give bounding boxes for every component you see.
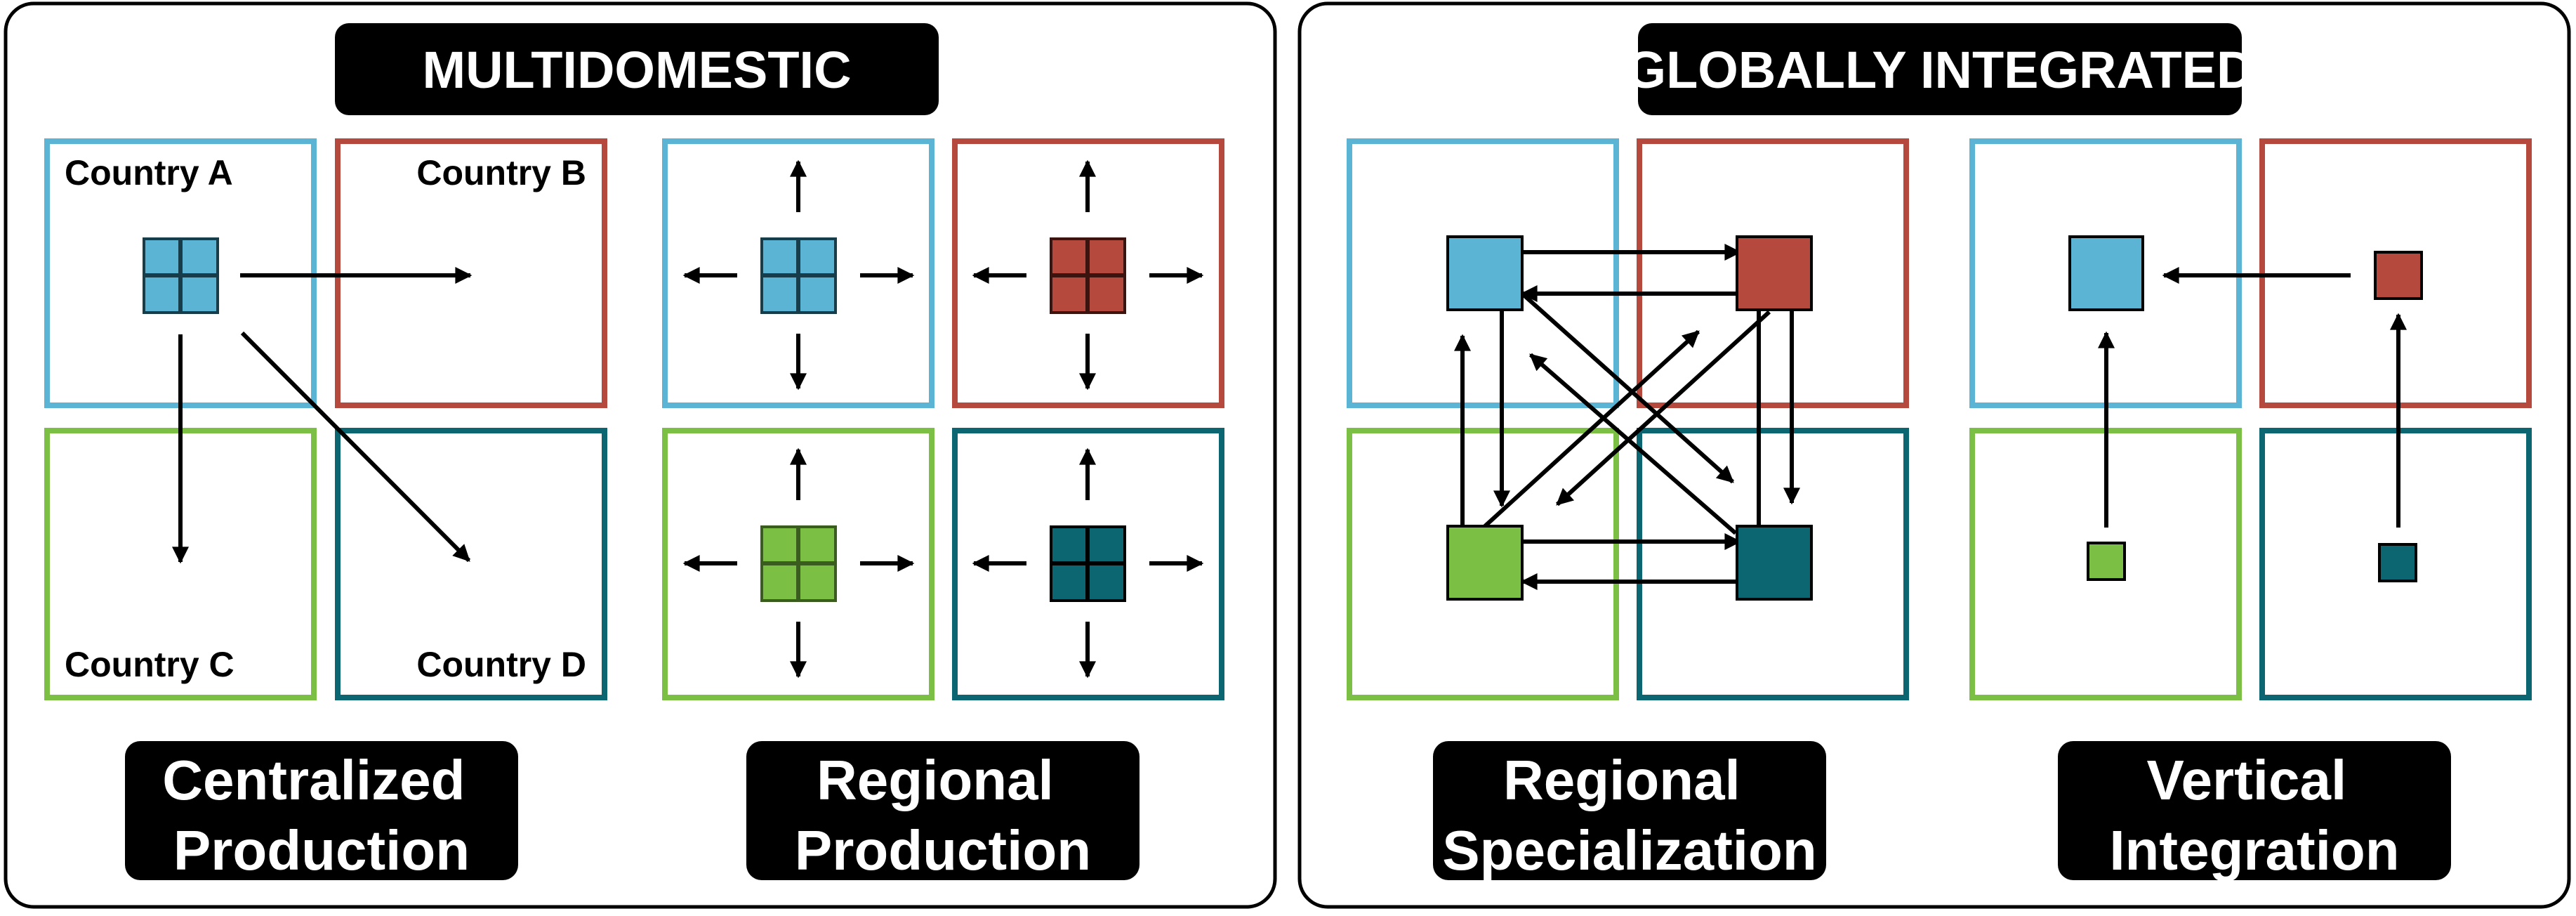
centralized-production-diagram: Country A Country B Country C Country D — [44, 138, 607, 700]
supplier-site-b — [2374, 251, 2423, 300]
country-d-region — [952, 428, 1224, 700]
svg-text:Centralized Production: Centralized Production — [162, 749, 480, 882]
country-d-label: Country D — [416, 645, 586, 684]
country-a-region — [1347, 138, 1619, 408]
factory-icon — [1050, 237, 1126, 314]
local-distribution-arrows — [972, 447, 1204, 679]
panel-title-badge: MULTIDOMESTIC — [335, 23, 939, 115]
assembly-plant — [2068, 235, 2144, 311]
production-site-a — [1446, 235, 1524, 311]
country-a-label: Country A — [65, 153, 233, 192]
trade-arrows — [1454, 244, 1800, 590]
label-line-1: Regional — [1503, 749, 1741, 811]
label-line-2: Production — [795, 819, 1091, 882]
label-line-2: Specialization — [1442, 819, 1816, 882]
factory-icon — [1050, 525, 1126, 602]
production-site-c — [1446, 525, 1524, 601]
arrow-to-country-d — [240, 331, 471, 563]
strategy-label-regional-specialization: Regional Specialization — [1433, 741, 1826, 882]
country-d-region — [335, 428, 607, 700]
supplier-site-d — [2378, 543, 2417, 582]
country-d-region — [2259, 428, 2532, 700]
panel-title: GLOBALLY INTEGRATED — [1626, 41, 2254, 99]
country-c-region — [1347, 428, 1619, 700]
panel-title: MULTIDOMESTIC — [422, 41, 851, 99]
svg-text:Regional Specializatio: Regional Specialization — [1442, 749, 1816, 882]
regional-specialization-diagram — [1347, 138, 1909, 700]
label-line-1: Centralized — [162, 749, 465, 811]
supplier-site-c — [2087, 542, 2126, 581]
panel-title-badge: GLOBALLY INTEGRATED — [1626, 23, 2254, 115]
supply-arrows — [2098, 267, 2407, 528]
factory-icon — [760, 525, 837, 602]
country-b-label: Country B — [416, 153, 586, 192]
country-c-label: Country C — [65, 645, 235, 684]
label-line-2: Production — [173, 819, 470, 882]
local-distribution-arrows — [972, 159, 1204, 391]
production-site-b — [1736, 235, 1813, 311]
svg-text:Vertical Integration: Vertical Integration — [2109, 749, 2399, 882]
label-line-1: Vertical — [2147, 749, 2347, 811]
vertical-integration-diagram — [1969, 138, 2532, 700]
country-b-region — [1637, 138, 1909, 408]
local-distribution-arrows — [682, 159, 915, 391]
country-d-region — [1637, 428, 1909, 700]
factory-icon — [760, 237, 837, 314]
country-c-region — [662, 428, 934, 700]
regional-production-diagram — [662, 138, 1224, 700]
country-a-region — [662, 138, 934, 408]
panel-multidomestic: MULTIDOMESTIC Country A Country B Countr… — [4, 1, 1277, 909]
country-b-region — [952, 138, 1224, 408]
panel-globally-integrated: GLOBALLY INTEGRATED — [1297, 1, 2571, 909]
label-line-2: Integration — [2109, 819, 2399, 882]
label-line-1: Regional — [817, 749, 1054, 811]
factory-icon — [143, 237, 219, 314]
svg-text:Regional Production: Regional Production — [795, 749, 1091, 882]
strategy-label-regional-production: Regional Production — [746, 741, 1140, 882]
local-distribution-arrows — [682, 447, 915, 679]
strategy-label-centralized-production: Centralized Production — [125, 741, 518, 882]
production-site-d — [1736, 525, 1813, 601]
strategy-label-vertical-integration: Vertical Integration — [2058, 741, 2451, 882]
